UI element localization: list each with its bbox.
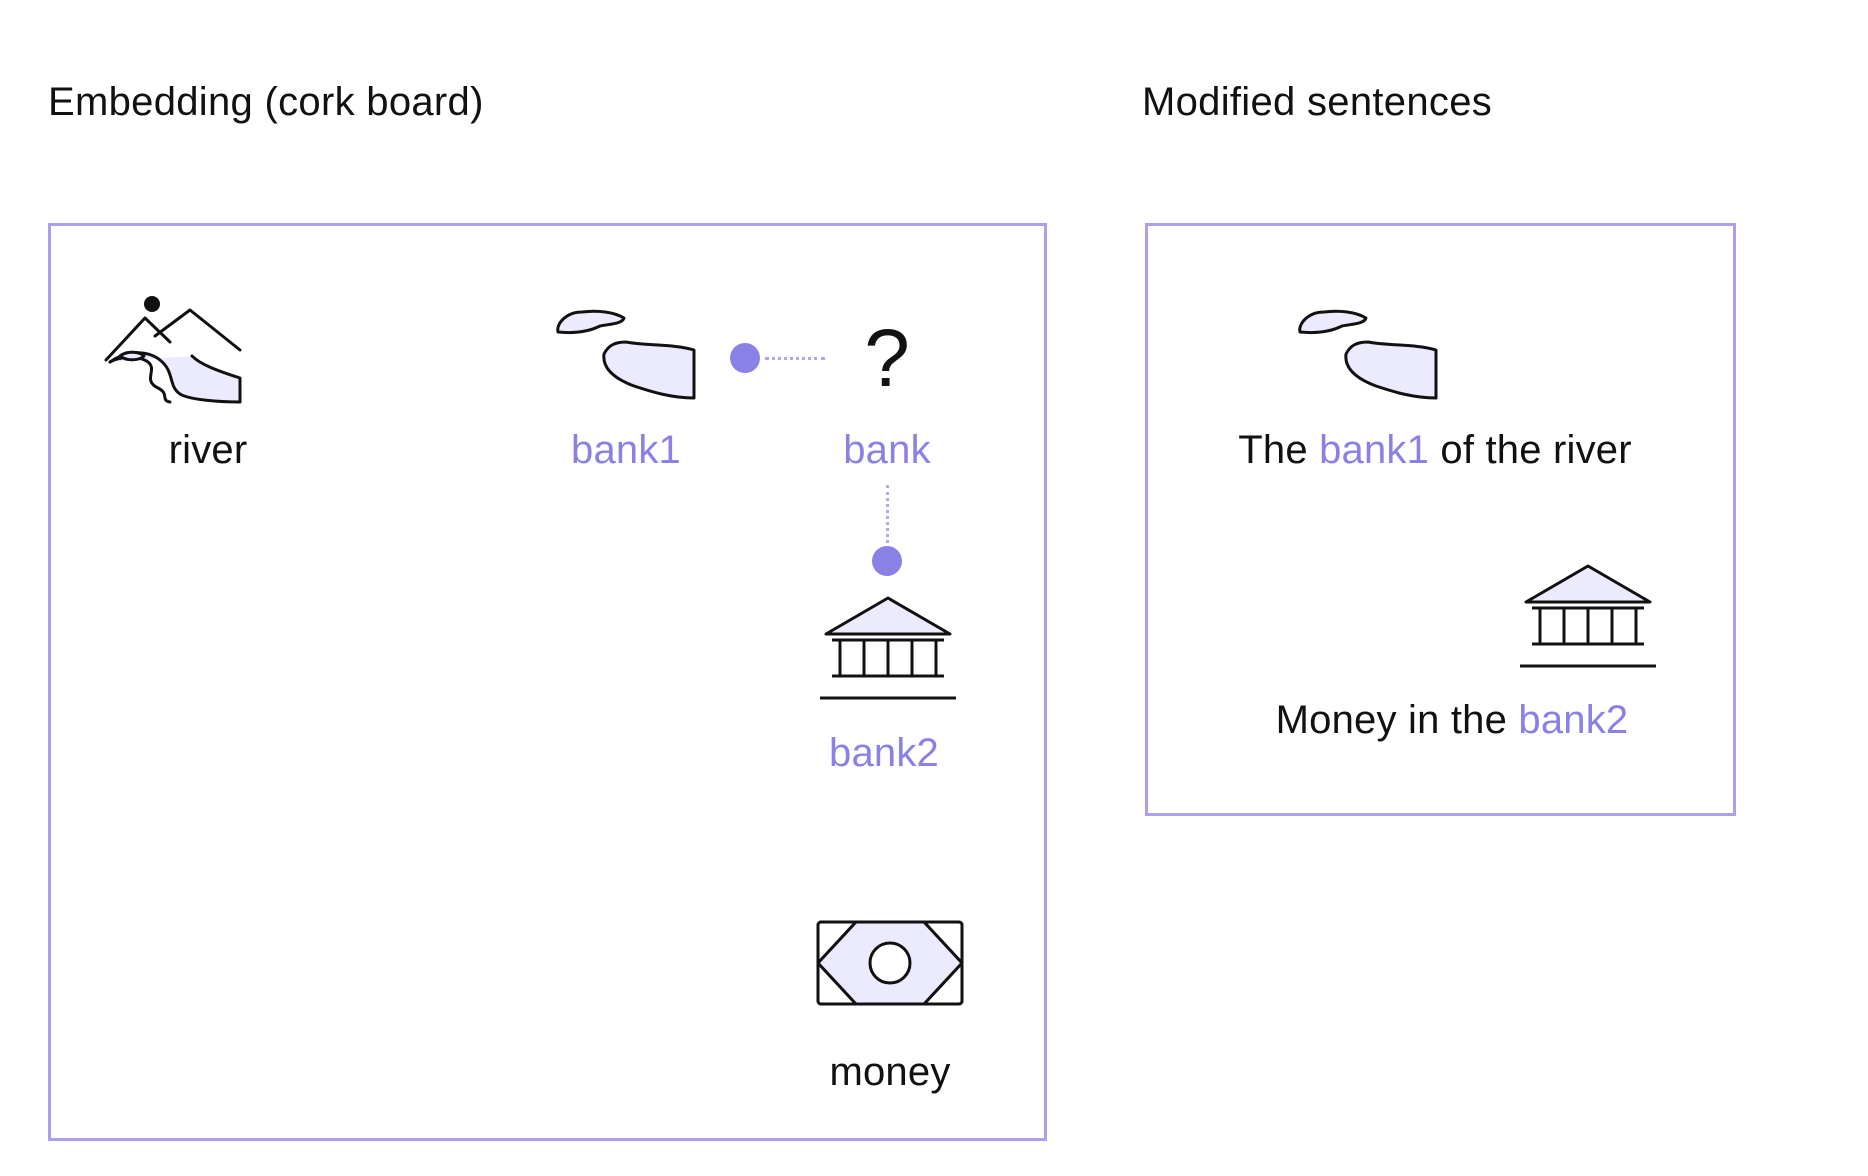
sentence-bank1-highlight: bank1: [1319, 428, 1430, 472]
cork-board-panel: [48, 223, 1047, 1141]
bank-building-icon: [820, 596, 956, 700]
modified-sentences-heading: Modified sentences: [1142, 80, 1493, 124]
banknote-icon: [816, 920, 964, 1006]
sentence-bank2-prefix: Money in the: [1275, 698, 1519, 742]
river-label: river: [168, 428, 248, 472]
bank1-connector-line: [765, 357, 825, 360]
sentence-bank2-highlight: bank2: [1518, 698, 1629, 742]
sentence-bank1-suffix: of the river: [1429, 428, 1632, 472]
bank2-label: bank2: [829, 731, 939, 775]
sentence-bank2: Money in the bank2: [1276, 698, 1629, 743]
bank2-connector-dot: [872, 546, 902, 576]
bank-building-icon: [1520, 564, 1656, 668]
ambiguous-question-mark: ?: [864, 313, 910, 404]
money-label: money: [829, 1050, 951, 1094]
sentence-bank1: The bank1 of the river: [1238, 428, 1632, 473]
mountain-river-icon: [104, 296, 242, 404]
bank1-connector-dot: [730, 343, 760, 373]
bank1-label: bank1: [571, 428, 681, 472]
sentence-bank1-prefix: The: [1238, 428, 1320, 472]
modified-sentences-panel: [1145, 223, 1736, 816]
riverbank-icon: [1298, 309, 1438, 400]
bank-label: bank: [843, 428, 931, 472]
bank2-connector-line: [886, 485, 889, 543]
cork-board-heading: Embedding (cork board): [48, 80, 484, 124]
riverbank-icon: [556, 309, 696, 400]
